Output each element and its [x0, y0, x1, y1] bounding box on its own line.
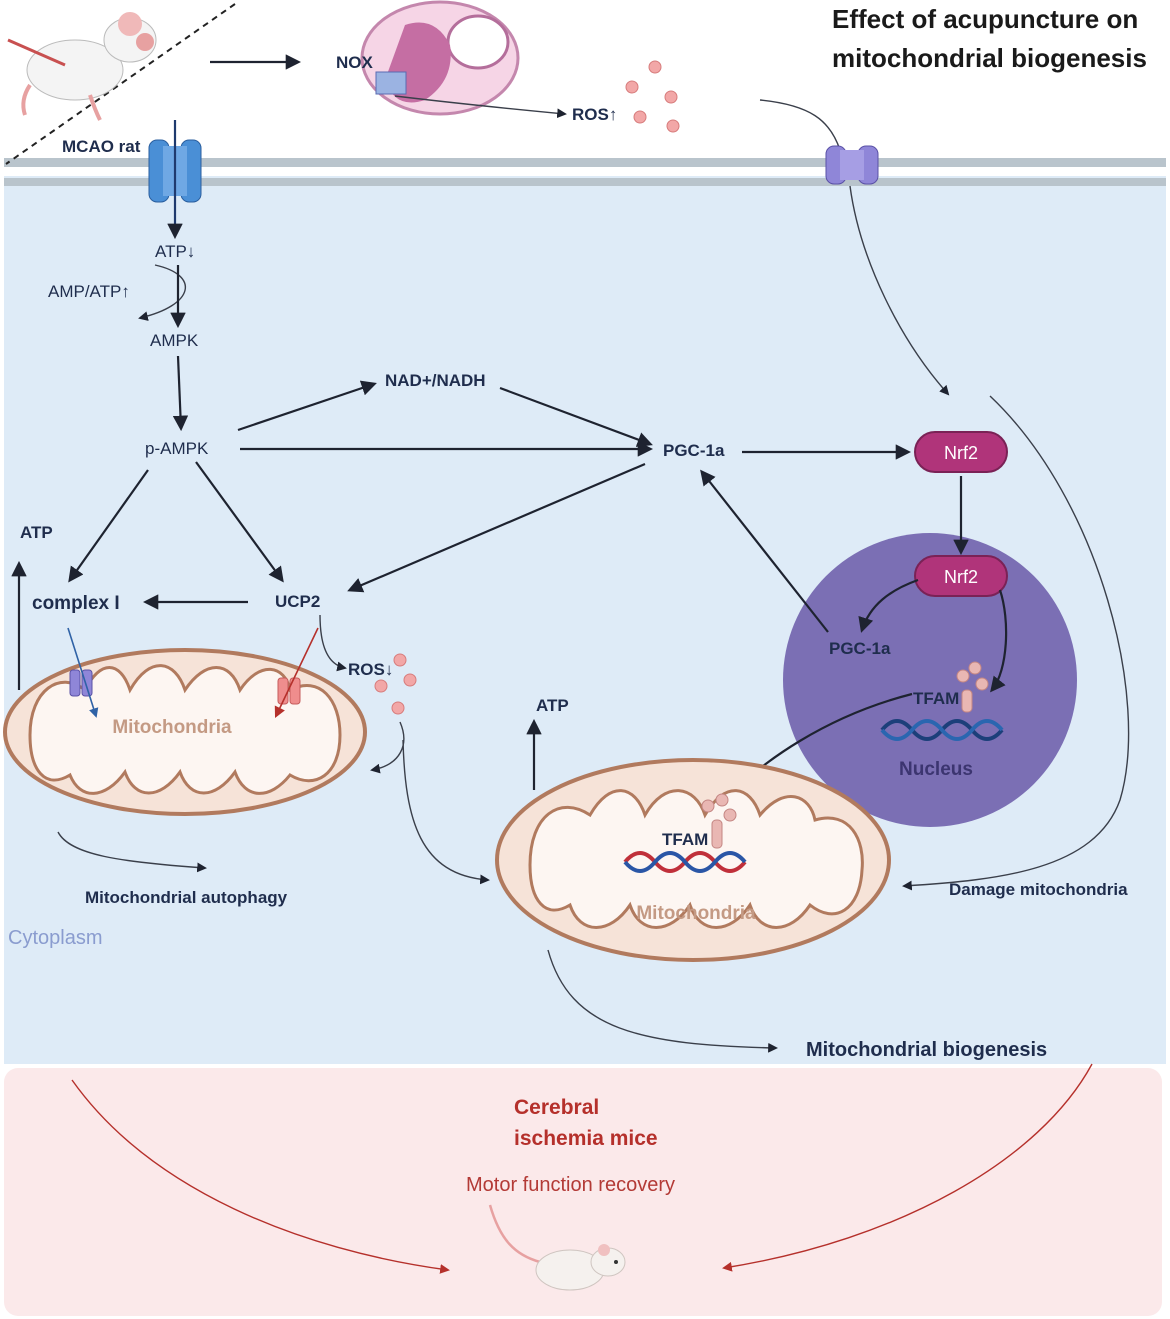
curve-left-to-mouse — [71, 1079, 450, 1274]
ucp2-label: UCP2 — [275, 592, 320, 611]
amp-atp-label: AMP/ATP↑ — [48, 282, 130, 301]
nrf2-nucleus-label: Nrf2 — [944, 567, 978, 587]
pgc-1a-nucleus-label: PGC-1a — [829, 639, 891, 658]
curve-ros-to-channel — [759, 99, 841, 151]
nad-nadh-label: NAD+/NADH — [385, 371, 486, 390]
mitochondria-left-label: Mitochondria — [112, 717, 232, 738]
arrow-ucp2-into-mito — [274, 627, 319, 719]
nrf2-box — [914, 431, 1008, 473]
mcao-rat-illustration — [5, 3, 236, 165]
curve-right-to-mouse — [722, 1063, 1093, 1272]
ros-particles-middle — [374, 653, 417, 715]
curve-ros-to-mito-left — [370, 721, 405, 774]
arrow-pampk-to-ucp2 — [195, 461, 284, 583]
curve-nrf2-to-tfam-nucleus — [990, 589, 1008, 693]
curve-atp-to-amp — [138, 264, 186, 321]
arrow-nad-to-pgc — [499, 386, 653, 447]
atp-left-label: ATP — [20, 523, 53, 542]
curve-ucp2-to-ros — [319, 614, 347, 672]
atp-right-label: ATP — [536, 696, 569, 715]
mouse-illustration — [488, 1204, 626, 1291]
damage-mitochondria-label: Damage mitochondria — [949, 880, 1128, 899]
motor-function-recovery-label: Motor function recovery — [466, 1174, 675, 1196]
arrow-complex-into-mito — [67, 627, 99, 718]
ros-down-label: ROS↓ — [348, 660, 393, 679]
pgc-1a-label: PGC-1a — [663, 441, 725, 460]
curve-mito-to-biogenesis — [547, 949, 778, 1053]
tfam-mito-label: TFAM — [662, 830, 708, 849]
ros-up-label: ROS↑ — [572, 105, 617, 124]
arrow-pgc-nucleus-to-pgc — [700, 469, 829, 633]
arrow-pampk-to-nad — [237, 380, 377, 432]
cerebral-label-line2: ischemia mice — [514, 1127, 658, 1150]
complex-i-label: complex I — [32, 593, 120, 614]
mitochondrial-autophagy-label: Mitochondrial autophagy — [85, 888, 288, 907]
curve-to-damage-mitochondria — [902, 395, 1130, 891]
cerebral-label-line1: Cerebral — [514, 1096, 599, 1119]
ion-channel-right — [825, 145, 879, 185]
nox-label: NOX — [336, 53, 374, 72]
mitochondria-right-label: Mitochondria — [636, 903, 756, 924]
tfam-protein-nucleus — [956, 661, 989, 713]
diagram-title-line2: mitochondrial biogenesis — [832, 43, 1147, 73]
diagram-title-line1: Effect of acupuncture on — [832, 4, 1138, 34]
curve-ros-to-mito-right — [402, 739, 490, 885]
mcao-rat-label: MCAO rat — [62, 137, 141, 156]
membrane-inner-line — [4, 178, 1166, 186]
membrane-outer-line — [4, 158, 1166, 167]
nrf2-nucleus-box — [914, 555, 1008, 597]
mitochondrion-left — [3, 648, 367, 816]
cerebral-ischemia-panel — [4, 1068, 1162, 1316]
nox-cell-illustration — [360, 0, 520, 116]
curve-mito-to-autophagy — [57, 831, 207, 873]
ampk-label: AMPK — [150, 331, 199, 350]
cytoplasm-label: Cytoplasm — [8, 927, 102, 949]
arrow-nox-to-ros — [394, 95, 567, 119]
mitochondrion-right — [495, 758, 891, 962]
tfam-protein-mito — [701, 793, 737, 849]
arrow-pgc-to-ucp2 — [347, 462, 646, 593]
curve-nrf2-to-pgc-nucleus — [858, 578, 919, 633]
mitochondrial-biogenesis-label: Mitochondrial biogenesis — [806, 1039, 1047, 1061]
tfam-nucleus-label: TFAM — [913, 689, 959, 708]
nucleus-label: Nucleus — [899, 759, 973, 780]
nrf2-label: Nrf2 — [944, 443, 978, 463]
ros-particles-top — [625, 60, 680, 133]
curve-channel-to-nrf2 — [849, 185, 950, 396]
p-ampk-label: p-AMPK — [145, 439, 209, 458]
arrow-pampk-to-complex — [68, 469, 149, 583]
atp-down-label: ATP↓ — [155, 242, 195, 261]
arrow-ampk-to-pampk — [172, 355, 189, 432]
